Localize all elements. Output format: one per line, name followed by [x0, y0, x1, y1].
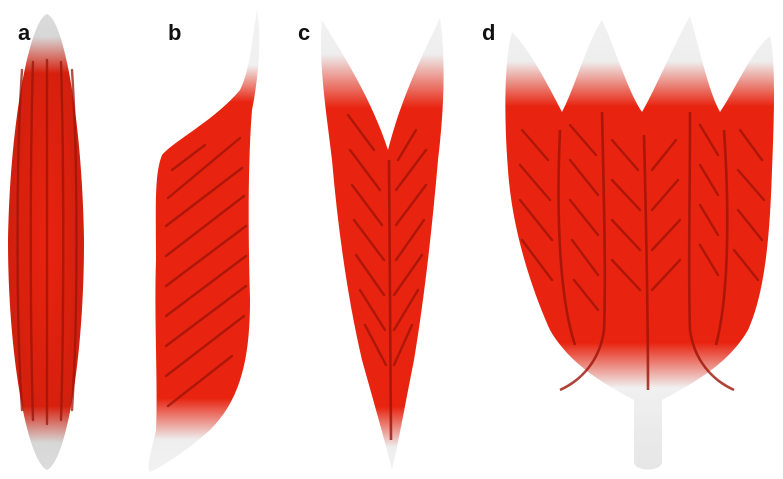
panel-d [505, 16, 774, 470]
panel-label-c: c [298, 20, 310, 45]
panel-label-d: d [482, 20, 495, 45]
muscle-c-body [321, 18, 444, 470]
panel-label-b: b [168, 20, 181, 45]
muscle-d-body [505, 16, 774, 470]
muscle-b-body [149, 10, 260, 472]
panel-a [8, 14, 84, 470]
panel-c [321, 18, 444, 470]
panel-b [149, 10, 260, 472]
panel-label-a: a [18, 20, 31, 45]
